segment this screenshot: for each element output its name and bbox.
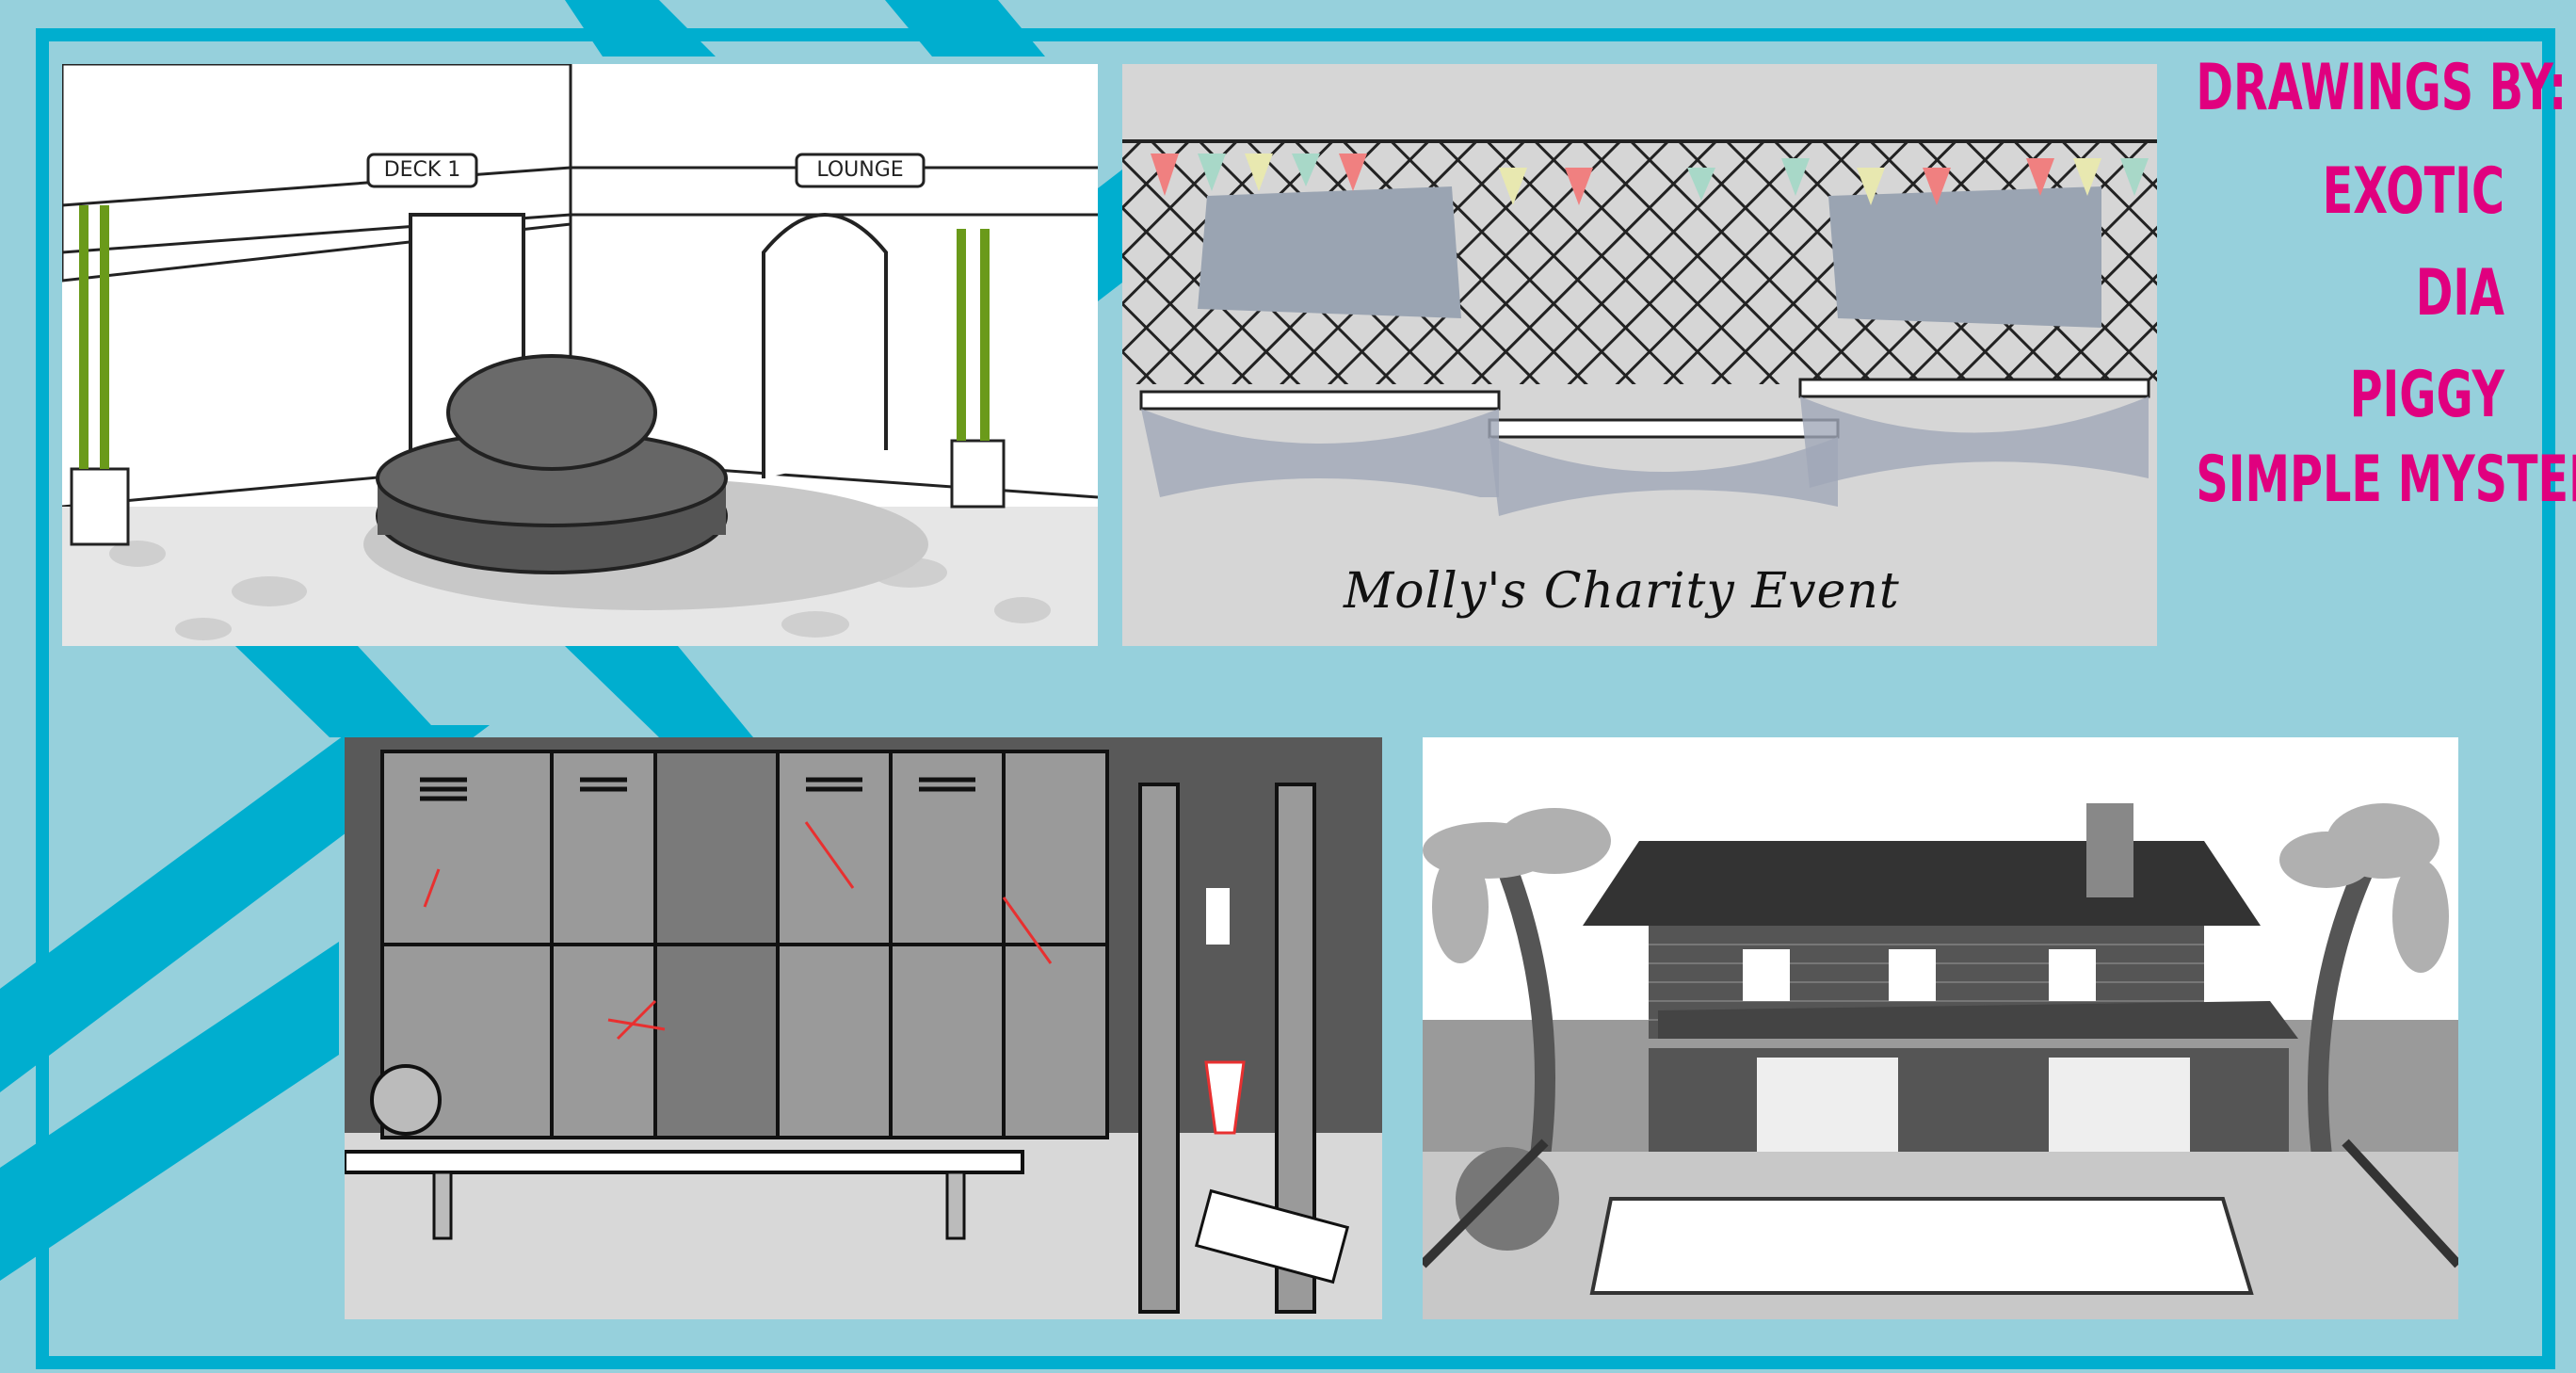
- credit-name: DIA: [2415, 256, 2504, 331]
- charity-illustration: [1122, 139, 2157, 516]
- frame-border: [36, 28, 2555, 1369]
- pool-house-illustration: [1423, 803, 2458, 1319]
- locker-room-illustration: [345, 737, 1382, 1319]
- credit-name: SIMPLE MYSTERY: [2196, 443, 2576, 517]
- charity-event-caption: Molly's Charity Event: [1344, 563, 1900, 620]
- charity-event-drawing: Molly's Charity Event: [1122, 64, 2157, 646]
- credits-block: DRAWINGS BY: EXOTIC DIA PIGGY SIMPLE MYS…: [2109, 51, 2576, 517]
- credit-name: EXOTIC: [2322, 154, 2504, 229]
- lobby-drawing: DECK 1 LOUNGE: [62, 64, 1098, 646]
- lobby-illustration: [62, 64, 1098, 646]
- credit-name: PIGGY: [2349, 358, 2504, 432]
- credits-heading: DRAWINGS BY:: [2196, 51, 2568, 125]
- pool-house-drawing: [1423, 737, 2458, 1319]
- sign-deck-1: DECK 1: [383, 158, 461, 182]
- sign-lounge: LOUNGE: [816, 158, 904, 182]
- locker-room-drawing: [345, 737, 1382, 1319]
